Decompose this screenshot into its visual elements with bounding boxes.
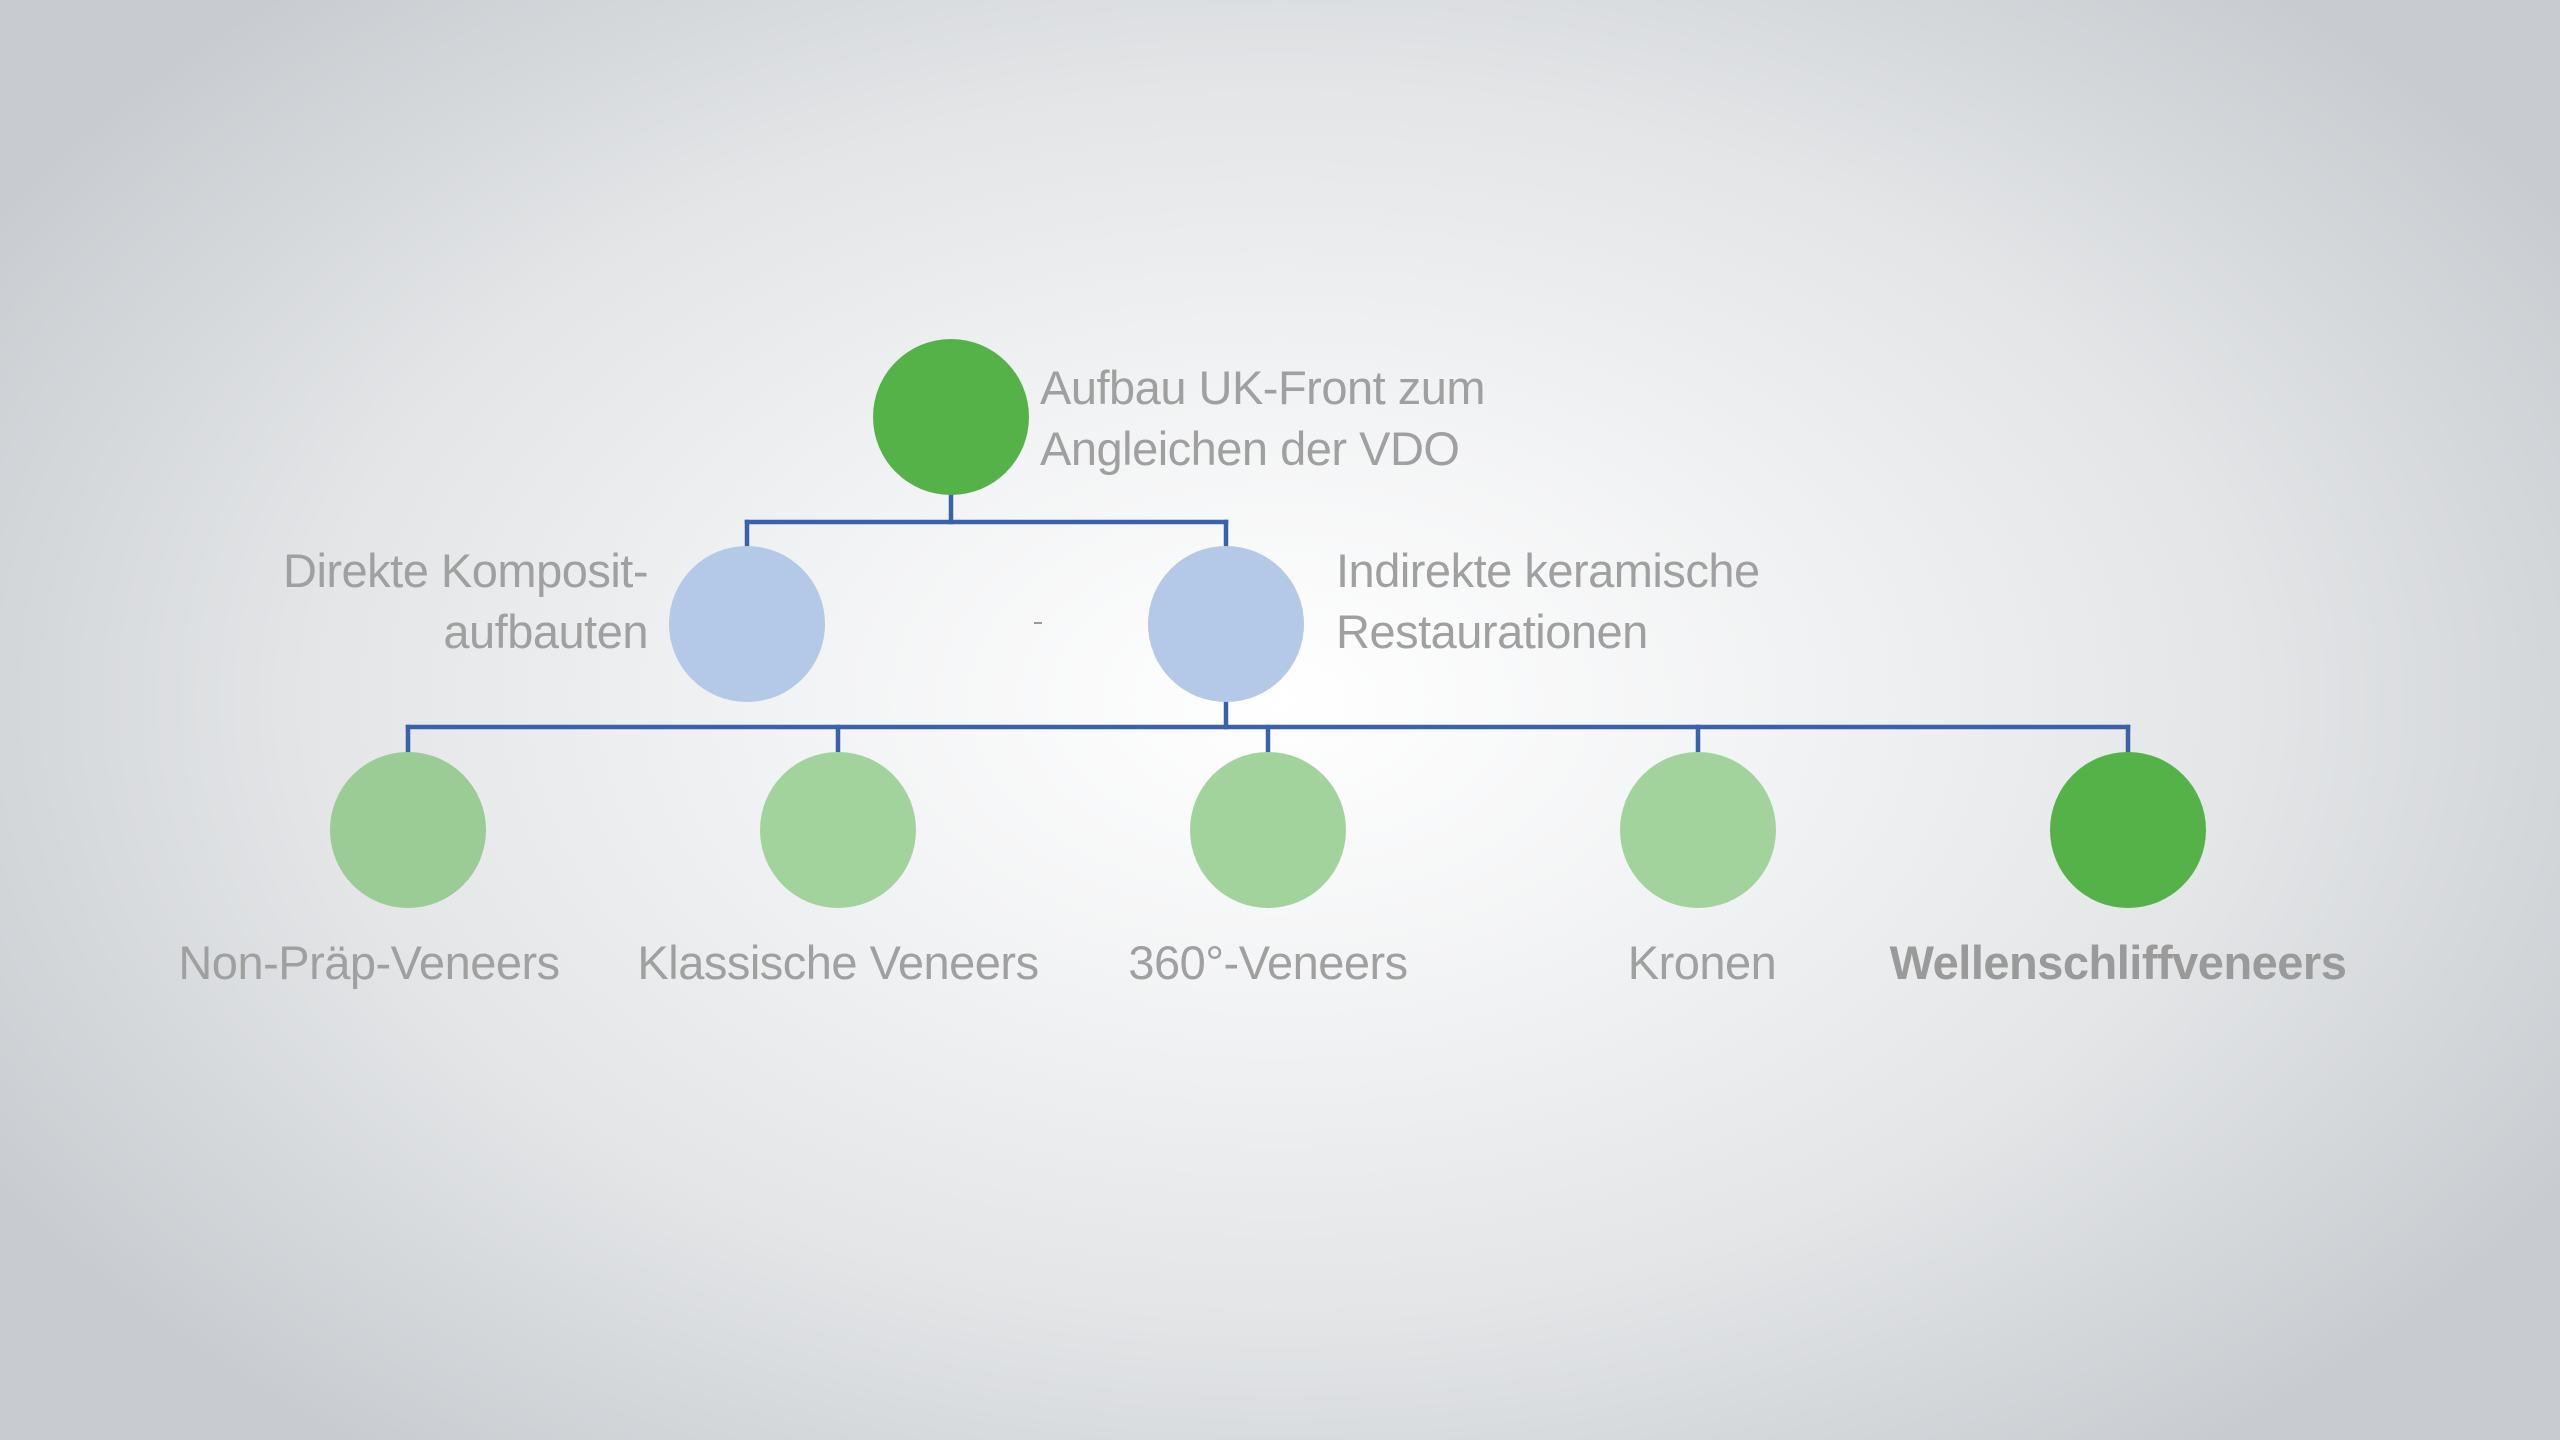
indirect-node-circle[interactable] bbox=[1148, 546, 1304, 702]
indirect-label-line-2: Restaurationen bbox=[1336, 605, 1648, 658]
leaf-label-kronen: Kronen bbox=[1627, 936, 1777, 989]
root-label-line-1: Aufbau UK-Front zum bbox=[1040, 361, 1486, 414]
kronen-node-circle[interactable] bbox=[1620, 752, 1776, 908]
klassisch-node-circle[interactable] bbox=[760, 752, 916, 908]
indirect-node-label: Indirekte keramische Restaurationen bbox=[1336, 540, 1760, 662]
wellenschliff-node-circle[interactable] bbox=[2050, 752, 2206, 908]
leaf-label-non-praep-veneers: Non-Präp-Veneers bbox=[178, 936, 560, 989]
root-node-label: Aufbau UK-Front zum Angleichen der VDO bbox=[1040, 357, 1486, 479]
direct-node-label: Direkte Komposit- aufbauten bbox=[283, 540, 649, 662]
non-praep-node-circle[interactable] bbox=[330, 752, 486, 908]
root-node-circle[interactable] bbox=[873, 339, 1029, 495]
direct-label-line-1: Direkte Komposit- bbox=[283, 544, 649, 597]
nodes bbox=[330, 339, 2206, 908]
leaf-label-klassische-veneers: Klassische Veneers bbox=[637, 936, 1039, 989]
direct-node-circle[interactable] bbox=[669, 546, 825, 702]
separator-mark bbox=[1034, 622, 1042, 624]
360-node-circle[interactable] bbox=[1190, 752, 1346, 908]
direct-label-line-2: aufbauten bbox=[443, 605, 648, 658]
indirect-label-line-1: Indirekte keramische bbox=[1336, 544, 1760, 597]
root-label-line-2: Angleichen der VDO bbox=[1040, 422, 1460, 475]
leaf-label-360-veneers: 360°-Veneers bbox=[1128, 936, 1408, 989]
connectors bbox=[405, 492, 2131, 755]
leaf-label-wellenschliffveneers: Wellenschliffveneers bbox=[1889, 936, 2347, 989]
